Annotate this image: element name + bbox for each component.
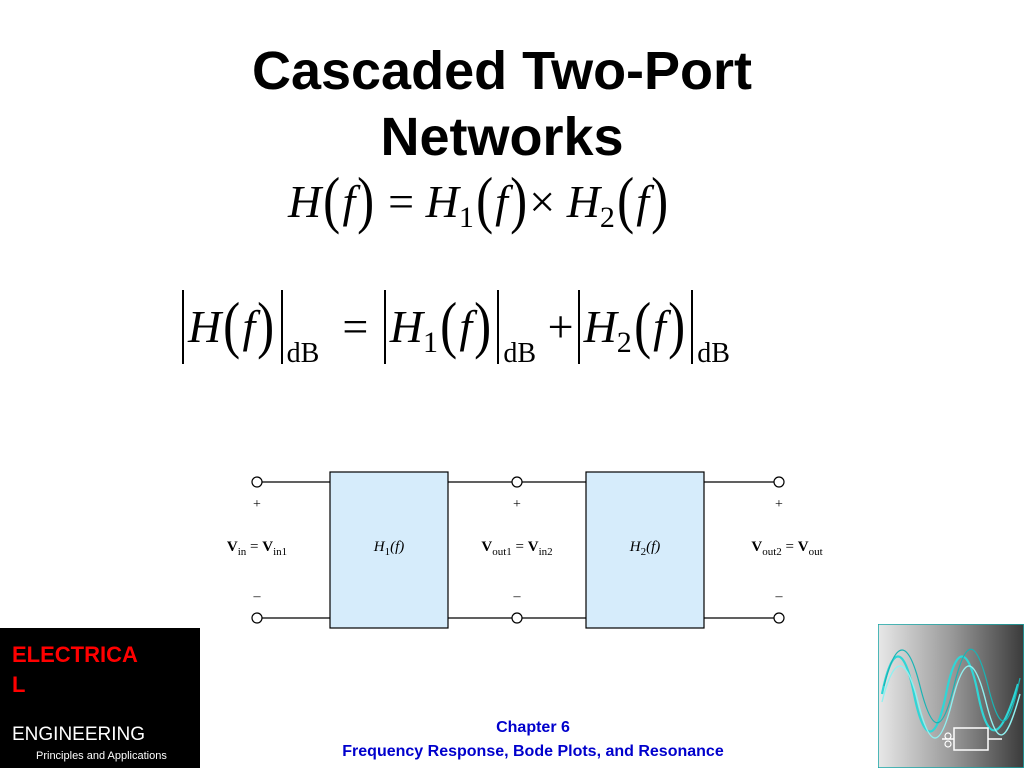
- abs-bar: [383, 290, 386, 364]
- terminal-out-bottom: [773, 612, 785, 624]
- eq2-f: f: [242, 301, 256, 352]
- eq2-f-2: f: [459, 301, 473, 352]
- eq1-paren-close-3: ): [651, 164, 669, 235]
- eq2-plus: +: [547, 301, 574, 352]
- eq2-f-3: f: [653, 301, 666, 352]
- eq2-H1: H: [389, 301, 424, 352]
- plus-in: +: [253, 497, 261, 512]
- eq1-H2: H: [566, 176, 600, 227]
- terminal-in-bottom: [251, 612, 263, 624]
- abs-bar: [280, 290, 283, 364]
- voltage-in-label: Vin = Vin1: [227, 539, 287, 558]
- eq1-f-2: f: [495, 176, 508, 227]
- eq1-f: f: [342, 176, 356, 227]
- eq1-paren-close-2: ): [510, 164, 528, 235]
- block-h1-label: H1(f): [373, 539, 405, 558]
- block-h2-label: H2(f): [629, 539, 661, 558]
- title-line-1: Cascaded Two-Port: [251, 41, 753, 101]
- logo-subtitle: Principles and Applications: [36, 750, 167, 762]
- book-logo: ELECTRICA L ENGINEERING Principles and A…: [0, 628, 200, 768]
- eq2-equals: =: [342, 301, 369, 352]
- eq1-paren-close: ): [357, 164, 375, 235]
- eq2-db-2: dB: [503, 338, 537, 369]
- eq2-H2-sub: 2: [616, 326, 632, 359]
- cascade-diagram: H1(f) H2(f) + + + – – – Vin = Vin1 Vout1…: [227, 471, 823, 629]
- eq1-paren-open-2: (: [475, 164, 494, 235]
- logo-line-1: ELECTRICA: [12, 642, 138, 667]
- terminal-mid-top: [511, 476, 523, 488]
- eq2-db-1: dB: [286, 338, 320, 369]
- logo-line-2: L: [12, 672, 26, 697]
- abs-bar: [497, 290, 500, 364]
- slide-footer: Chapter 6 Frequency Response, Bode Plots…: [280, 716, 786, 764]
- minus-mid: –: [513, 589, 522, 604]
- terminal-mid-bottom: [511, 612, 523, 624]
- block-h2: [585, 471, 705, 629]
- eq1-paren-open: (: [323, 164, 341, 235]
- eq1-H2-sub: 2: [599, 201, 615, 234]
- eq2-db-3: dB: [697, 338, 730, 369]
- logo-engineering: ENGINEERING: [12, 724, 146, 745]
- eq2-H: H: [188, 301, 222, 352]
- footer-subtitle: Frequency Response, Bode Plots, and Reso…: [342, 743, 724, 760]
- eq2-paren-open-2: (: [440, 289, 458, 360]
- eq2-paren-open: (: [223, 289, 241, 360]
- terminal-out-top: [773, 476, 785, 488]
- eq2-H2: H: [583, 301, 617, 352]
- eq1-H1-sub: 1: [458, 201, 474, 234]
- eq2-paren-close: ): [257, 289, 275, 360]
- eq2-paren-close-3: ): [668, 289, 686, 360]
- voltage-mid-label: Vout1 = Vin2: [481, 539, 552, 558]
- plus-out: +: [775, 497, 783, 512]
- eq2-paren-close-2: ): [474, 289, 492, 360]
- eq1-H: H: [288, 176, 322, 227]
- minus-in: –: [253, 589, 262, 604]
- logo-title: ELECTRICA L: [12, 640, 192, 700]
- slide-title: Cascaded Two-Port Networks: [0, 38, 1004, 170]
- eq2-H1-sub: 1: [423, 326, 439, 359]
- block-h1: [329, 471, 449, 629]
- minus-out: –: [775, 589, 784, 604]
- eq1-f-3: f: [636, 176, 650, 227]
- abs-bar: [691, 290, 694, 364]
- eq2-paren-open-3: (: [633, 289, 651, 360]
- eq1-H1: H: [425, 176, 459, 227]
- abs-bar: [182, 290, 184, 364]
- footer-chapter: Chapter 6: [496, 719, 570, 736]
- eq1-paren-open-3: (: [617, 164, 635, 235]
- plus-mid: +: [513, 497, 521, 512]
- waveform-oscilloscope-icon: [878, 624, 1024, 768]
- equation-product: H(f) = H1(f)× H2(f): [288, 160, 670, 258]
- eq1-times: ×: [529, 176, 556, 227]
- eq1-equals: =: [388, 176, 415, 227]
- title-line-2: Networks: [380, 107, 624, 167]
- voltage-out-label: Vout2 = Vout: [751, 539, 822, 558]
- terminal-in-top: [251, 476, 263, 488]
- equation-db-sum: H(f)dB = H1(f)dB +H2(f)dB: [178, 280, 730, 399]
- abs-bar: [577, 290, 580, 364]
